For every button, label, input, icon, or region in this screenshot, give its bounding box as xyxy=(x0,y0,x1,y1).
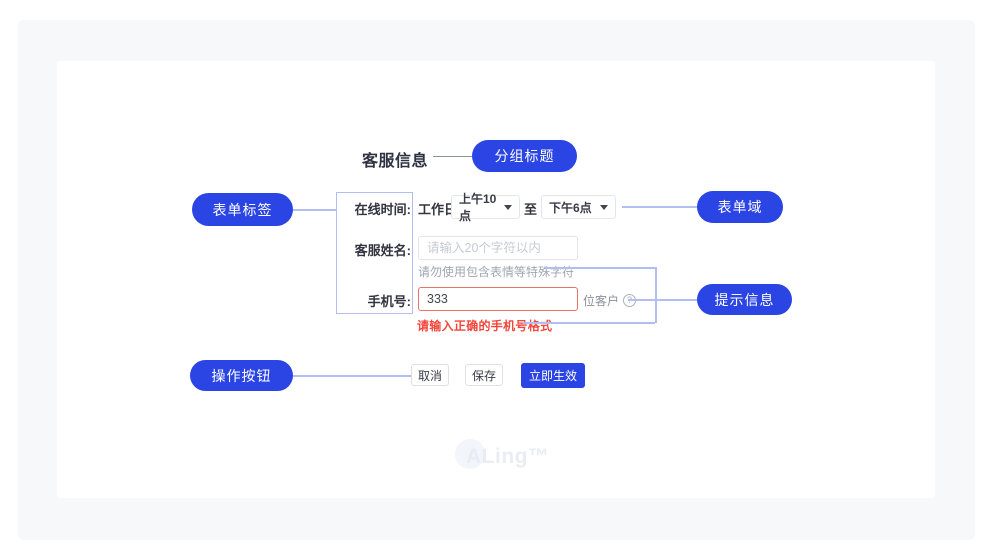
annotation-pill-group-title: 分组标题 xyxy=(472,140,577,172)
end-time-select-value: 下午6点 xyxy=(549,200,592,215)
connector-line-actions xyxy=(293,375,411,377)
online-time-label: 在线时间: xyxy=(354,202,411,217)
watermark-circle xyxy=(455,439,485,469)
phone-label: 手机号: xyxy=(367,294,411,309)
connector-line-helper xyxy=(545,267,655,269)
apply-button[interactable]: 立即生效 xyxy=(521,363,585,388)
annotation-pill-hint-info: 提示信息 xyxy=(697,284,792,315)
annotation-pill-form-field: 表单域 xyxy=(697,191,783,223)
service-name-input[interactable] xyxy=(418,236,578,260)
start-time-select-value: 上午10点 xyxy=(459,192,497,223)
chevron-down-icon xyxy=(600,204,608,210)
connector-line-form-label xyxy=(293,209,336,211)
workday-text: 工作日 xyxy=(418,202,458,217)
question-circle-icon[interactable]: ? xyxy=(623,294,637,307)
end-time-select[interactable]: 下午6点 xyxy=(541,195,616,219)
phone-input[interactable] xyxy=(418,287,578,311)
chevron-down-icon xyxy=(504,204,512,210)
phone-suffix-text: 位客户 xyxy=(583,294,620,308)
time-separator-text: 至 xyxy=(524,202,538,217)
connector-line-group-title xyxy=(433,156,472,157)
content-panel: 客服信息 分组标题 表单标签 在线时间: 工作日 上午10点 至 下午6点 表单… xyxy=(18,20,975,540)
connector-line-hint xyxy=(628,299,697,301)
start-time-select[interactable]: 上午10点 xyxy=(451,192,520,223)
section-title: 客服信息 xyxy=(362,153,429,170)
connector-line-form-field xyxy=(622,206,697,208)
service-name-helper-text: 请勿使用包含表情等特殊字符 xyxy=(418,265,575,279)
phone-error-text: 请输入正确的手机号格式 xyxy=(417,319,553,333)
form-card: 客服信息 分组标题 表单标签 在线时间: 工作日 上午10点 至 下午6点 表单… xyxy=(57,61,935,498)
annotation-pill-form-label: 表单标签 xyxy=(192,193,293,226)
service-name-label: 客服姓名: xyxy=(354,243,411,258)
watermark-logo: ALing™ xyxy=(466,445,550,468)
annotation-pill-action-buttons: 操作按钮 xyxy=(190,360,293,391)
save-button[interactable]: 保存 xyxy=(465,364,503,386)
cancel-button[interactable]: 取消 xyxy=(411,364,449,386)
connector-line-error xyxy=(523,322,655,324)
phone-suffix: 位客户 ? xyxy=(583,292,637,309)
connector-bracket-hint xyxy=(655,267,657,323)
annotation-box-form-labels xyxy=(336,192,413,314)
